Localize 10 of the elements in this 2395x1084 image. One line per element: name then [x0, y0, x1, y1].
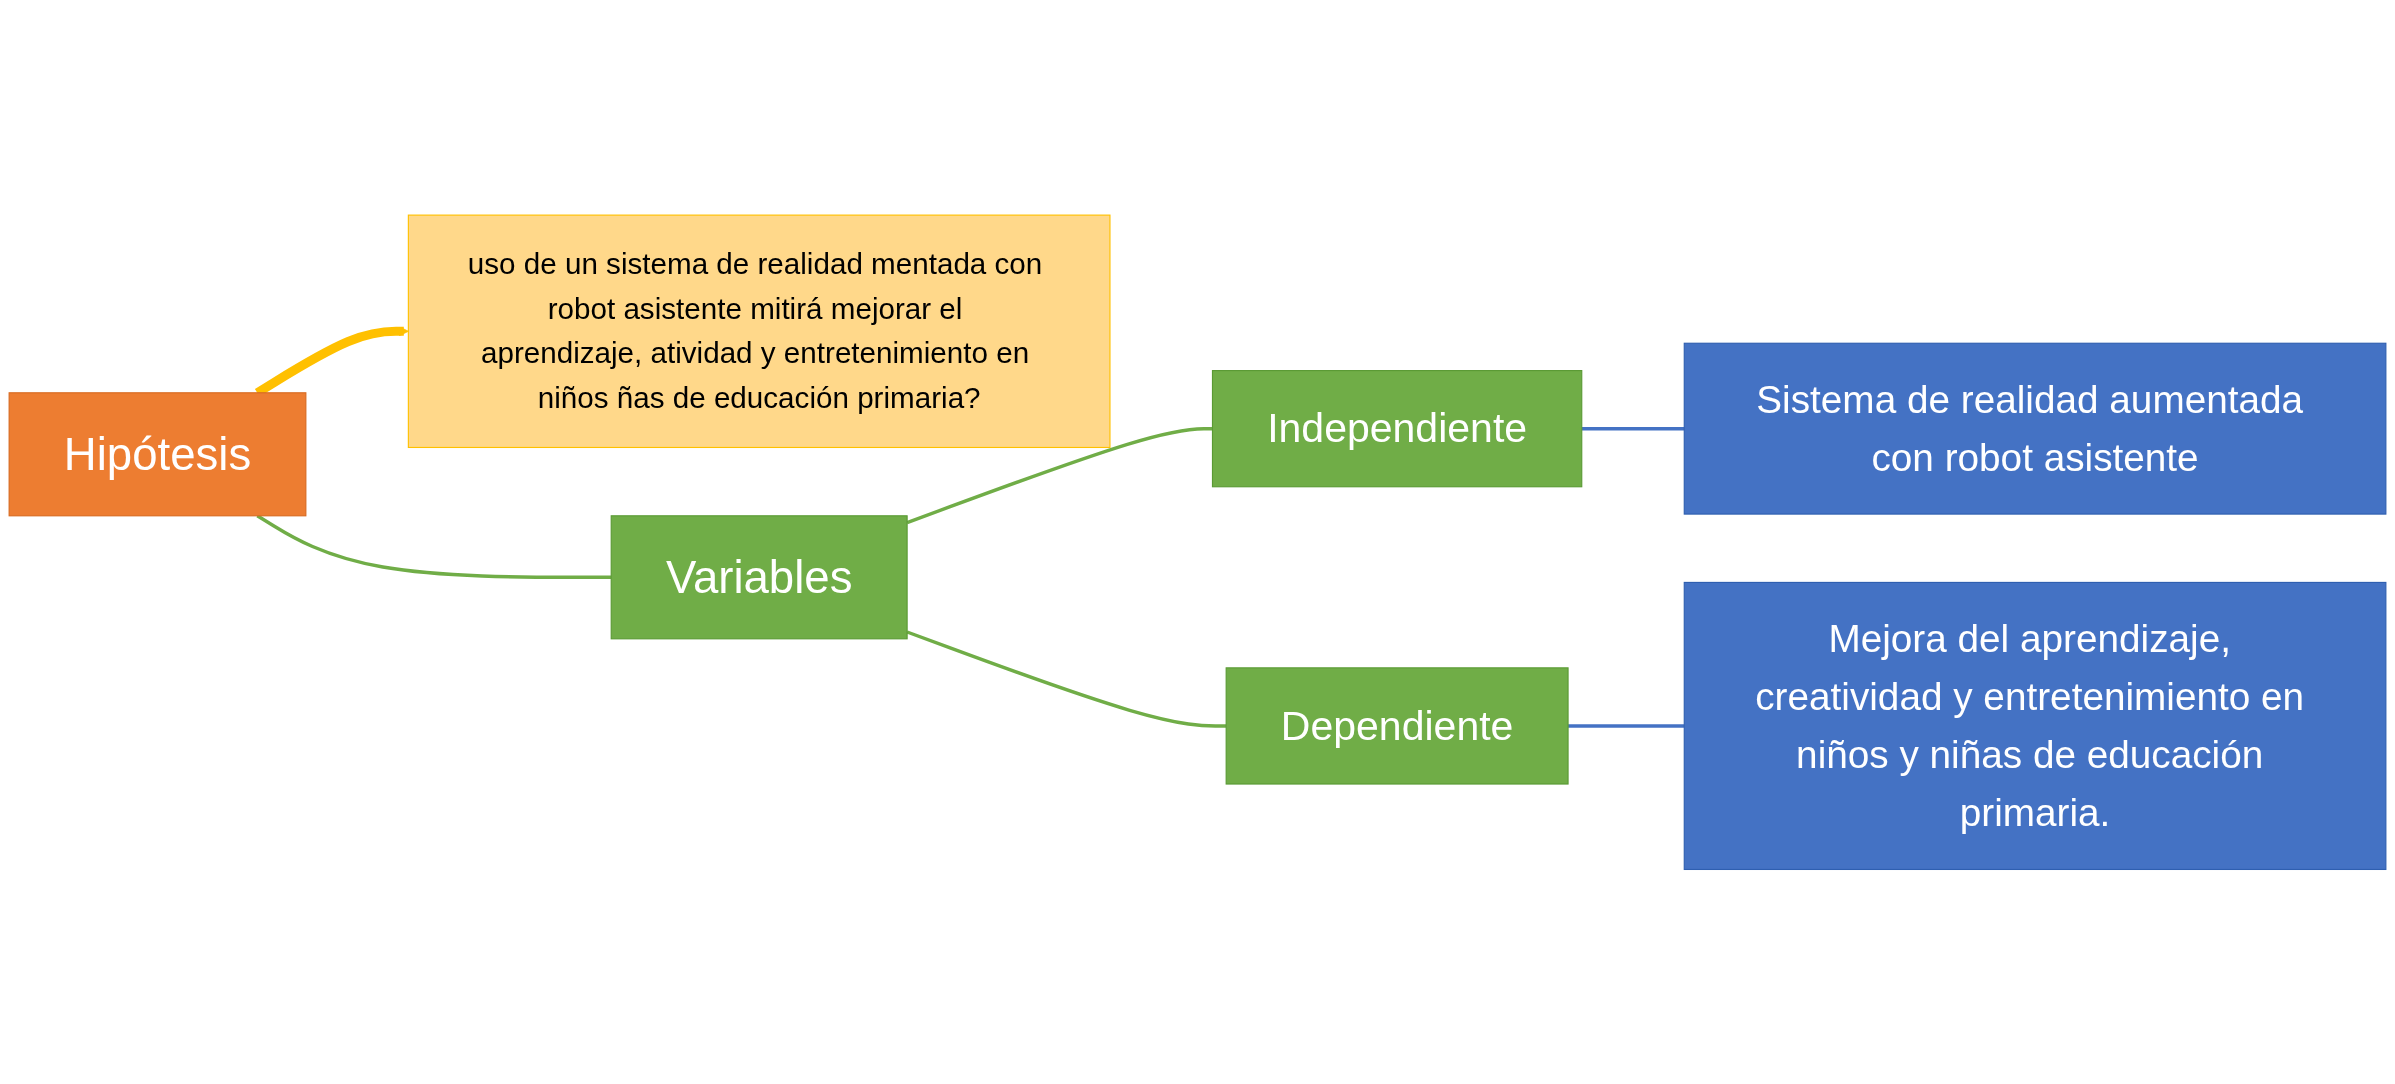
node-box: Independiente — [1211, 369, 1583, 488]
node-box: Dependiente — [1225, 667, 1569, 785]
node-box: Mejora del aprendizaje, creatividad y entretenimiento en niños y niñas de educación primaria. — [1683, 581, 2387, 870]
node-box: Hipótesis — [8, 391, 307, 517]
node-box: Sistema de realidad aumentada con robot asistente — [1683, 342, 2387, 515]
connector — [256, 514, 612, 579]
connector — [1568, 723, 1685, 728]
node-box: uso de un sistema de realidad mentada con robot asistente mitirá mejorar el aprendizaje, atividad y entretenimiento en niños ñas de educación primaria? — [407, 214, 1111, 448]
node-box: Variables — [610, 514, 908, 640]
connector — [1581, 426, 1685, 431]
